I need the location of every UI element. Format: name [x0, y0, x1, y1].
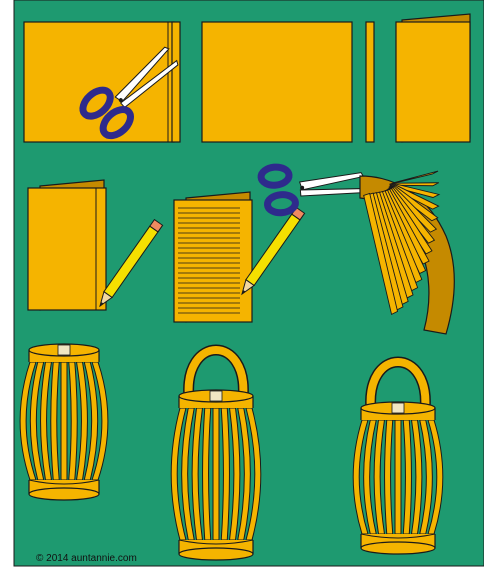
step-paper-strip [366, 22, 374, 142]
step-cut-strip [24, 22, 189, 142]
lantern-open [20, 344, 108, 500]
step-square-paper [202, 22, 352, 142]
step-folded-paper [396, 14, 470, 142]
copyright-credit: © 2014 auntannie.com [36, 553, 137, 564]
